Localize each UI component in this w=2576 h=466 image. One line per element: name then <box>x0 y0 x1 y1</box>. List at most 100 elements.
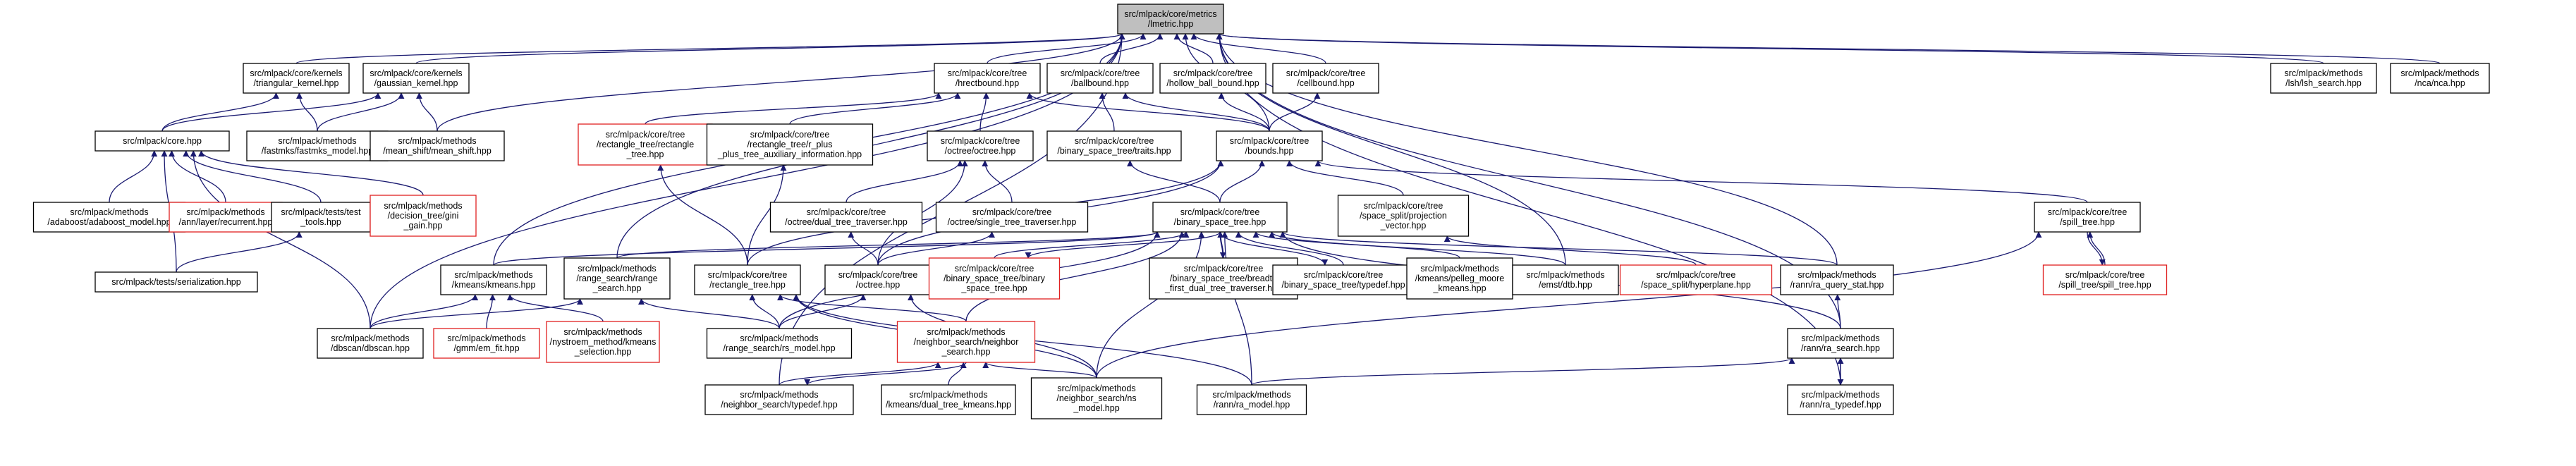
node-label-line: src/mlpack/methods <box>398 136 476 146</box>
node-octdual[interactable]: src/mlpack/core/tree/octree/dual_tree_tr… <box>769 202 923 233</box>
node-hollowball[interactable]: src/mlpack/core/tree/hollow_ball_bound.h… <box>1159 63 1266 94</box>
node-adaboost[interactable]: src/mlpack/methods/adaboost/adaboost_mod… <box>32 202 186 233</box>
node-emfit[interactable]: src/mlpack/methods/gmm/em_fit.hpp <box>433 328 540 359</box>
node-label: src/mlpack/core/tree/binary_space_tree/t… <box>1281 270 1405 290</box>
edge-bstraits-to-bst <box>1126 160 1221 203</box>
node-ratypedef[interactable]: src/mlpack/methods/rann/ra_typedef.hpp <box>1787 384 1894 415</box>
node-gaussian[interactable]: src/mlpack/core/kernels/gaussian_kernel.… <box>362 63 470 94</box>
node-label: src/mlpack/core/tree/space_split/project… <box>1360 201 1447 231</box>
edge-bounds-to-spilltree <box>1314 160 2088 203</box>
node-kmeans[interactable]: src/mlpack/methods/kmeans/kmeans.hpp <box>440 264 547 295</box>
edge-bst-to-kmeans <box>493 231 1161 266</box>
node-bst[interactable]: src/mlpack/core/tree/binary_space_tree.h… <box>1152 202 1288 233</box>
node-spilltree[interactable]: src/mlpack/core/tree/spill_tree.hpp <box>2034 202 2141 233</box>
edge-testtools-to-serialization <box>176 231 303 273</box>
node-rasearch[interactable]: src/mlpack/methods/rann/ra_search.hpp <box>1787 328 1894 359</box>
node-label-line: /nca/nca.hpp <box>2415 78 2465 88</box>
node-rsmodel[interactable]: src/mlpack/methods/range_search/rs_model… <box>706 328 853 359</box>
node-label: src/mlpack/methods/kmeans/dual_tree_kmea… <box>886 390 1011 410</box>
node-lshsearch[interactable]: src/mlpack/methods/lsh/lsh_search.hpp <box>2270 63 2377 94</box>
node-projvec[interactable]: src/mlpack/core/tree/space_split/project… <box>1337 195 1470 237</box>
node-emst[interactable]: src/mlpack/methods/emst/dtb.hpp <box>1512 264 1619 295</box>
node-octreeh[interactable]: src/mlpack/core/tree/octree.hpp <box>824 264 932 295</box>
edge-triangular-to-fastmks <box>295 92 318 132</box>
node-metric[interactable]: src/mlpack/core/metrics/lmetric.hpp <box>1117 4 1224 35</box>
node-bounds[interactable]: src/mlpack/core/tree/bounds.hpp <box>1216 130 1323 161</box>
node-nsearch[interactable]: src/mlpack/methods/neighbor_search/neigh… <box>896 321 1036 363</box>
edge-hrectbound-to-octree <box>979 92 990 132</box>
edge-metric-to-triangular <box>295 33 1125 64</box>
node-rplusplus[interactable]: src/mlpack/core/tree/rectangle_tree/r_pl… <box>706 123 874 166</box>
node-box <box>317 328 424 359</box>
node-hrectbound[interactable]: src/mlpack/core/tree/hrectbound.hpp <box>934 63 1041 94</box>
node-box <box>32 202 186 233</box>
node-label: src/mlpack/core/tree/hollow_ball_bound.h… <box>1166 68 1259 88</box>
edge-hrectbound-to-rplusplus <box>789 92 961 125</box>
node-label-line: src/mlpack/methods <box>70 207 148 217</box>
node-label-line: /triangular_kernel.hpp <box>254 78 339 88</box>
edge-projvec-to-hyperplane <box>1443 235 1697 266</box>
node-label-line: /ballbound.hpp <box>1071 78 1129 88</box>
node-label: src/mlpack/methods/rann/ra_typedef.hpp <box>1800 390 1881 410</box>
node-pelleg[interactable]: src/mlpack/methods/kmeans/pelleg_moore_k… <box>1406 257 1513 300</box>
node-label: src/mlpack/core/tree/rectangle_tree/rect… <box>597 130 694 159</box>
node-label-line: /lmetric.hpp <box>1148 19 1194 29</box>
node-label-line: src/mlpack/core/tree <box>948 68 1027 78</box>
node-label-line: /space_split/projection <box>1360 211 1447 221</box>
node-spilltreehpp[interactable]: src/mlpack/core/tree/spill_tree/spill_tr… <box>2042 264 2168 295</box>
node-label: src/mlpack/methods/range_search/range_se… <box>576 264 657 293</box>
node-label-line: /binary_space_tree.hpp <box>1174 217 1266 227</box>
node-box <box>362 63 470 94</box>
edge-rangesearch-to-dbscan <box>370 298 583 329</box>
node-label-line: /spill_tree/spill_tree.hpp <box>2058 280 2151 290</box>
node-label-line: src/mlpack/methods <box>1420 264 1498 274</box>
node-recttree[interactable]: src/mlpack/core/tree/rectangle_tree.hpp <box>694 264 801 295</box>
node-nystroem[interactable]: src/mlpack/methods/nystroem_method/kmean… <box>546 321 660 363</box>
node-label-line: /gmm/em_fit.hpp <box>453 343 519 353</box>
node-box <box>433 328 540 359</box>
node-ramodel[interactable]: src/mlpack/methods/rann/ra_model.hpp <box>1196 384 1307 415</box>
node-label: src/mlpack/core.hpp <box>123 136 202 146</box>
node-fastmks[interactable]: src/mlpack/methods/fastmks/fastmks_model… <box>246 130 389 161</box>
node-serialization[interactable]: src/mlpack/tests/serialization.hpp <box>94 271 258 293</box>
node-triangular[interactable]: src/mlpack/core/kernels/triangular_kerne… <box>243 63 350 94</box>
node-label: src/mlpack/tests/test_tools.hpp <box>281 207 361 227</box>
node-bsthpp[interactable]: src/mlpack/core/tree/binary_space_tree/b… <box>928 257 1061 300</box>
node-cellbound[interactable]: src/mlpack/core/tree/cellbound.hpp <box>1272 63 1379 94</box>
node-gini[interactable]: src/mlpack/methods/decision_tree/gini_ga… <box>370 195 477 237</box>
node-hyperplane[interactable]: src/mlpack/core/tree/space_split/hyperpl… <box>1619 264 1773 295</box>
node-octsingle[interactable]: src/mlpack/core/tree/octree/single_tree_… <box>935 202 1089 233</box>
node-box <box>243 63 350 94</box>
node-dualkmeans[interactable]: src/mlpack/methods/kmeans/dual_tree_kmea… <box>881 384 1016 415</box>
node-nca[interactable]: src/mlpack/methods/nca/nca.hpp <box>2390 63 2490 94</box>
node-label-line: /space_split/hyperplane.hpp <box>1641 280 1751 290</box>
node-testtools[interactable]: src/mlpack/tests/test_tools.hpp <box>271 202 371 233</box>
node-box <box>1030 377 1163 419</box>
node-nstypedef[interactable]: src/mlpack/methods/neighbor_search/typed… <box>704 384 854 415</box>
node-rectangle[interactable]: src/mlpack/core/tree/rectangle_tree/rect… <box>578 123 713 166</box>
node-nsmodel[interactable]: src/mlpack/methods/neighbor_search/ns_mo… <box>1030 377 1163 419</box>
node-label-line: /adaboost/adaboost_model.hpp <box>47 217 171 227</box>
node-ballbound[interactable]: src/mlpack/core/tree/ballbound.hpp <box>1046 63 1154 94</box>
node-rangesearch[interactable]: src/mlpack/methods/range_search/range_se… <box>563 257 671 300</box>
node-rastat[interactable]: src/mlpack/methods/rann/ra_query_stat.hp… <box>1780 264 1894 295</box>
node-meanshift[interactable]: src/mlpack/methods/mean_shift/mean_shift… <box>370 130 505 161</box>
edge-recttree-to-rsmodel <box>749 294 780 329</box>
node-core[interactable]: src/mlpack/core.hpp <box>94 130 230 152</box>
node-box <box>1046 63 1154 94</box>
node-label-line: /range_search/rs_model.hpp <box>723 343 835 353</box>
node-label: src/mlpack/core/kernels/gaussian_kernel.… <box>370 68 462 88</box>
node-typedef[interactable]: src/mlpack/core/tree/binary_space_tree/t… <box>1272 264 1415 295</box>
node-recurrent[interactable]: src/mlpack/methods/ann/layer/recurrent.h… <box>169 202 283 233</box>
node-dbscan[interactable]: src/mlpack/methods/dbscan/dbscan.hpp <box>317 328 424 359</box>
node-octree[interactable]: src/mlpack/core/tree/octree/octree.hpp <box>927 130 1034 161</box>
node-label-line: src/mlpack/methods <box>2400 68 2479 78</box>
node-label: src/mlpack/methods/kmeans/pelleg_moore_k… <box>1415 264 1505 293</box>
node-label-line: /gaussian_kernel.hpp <box>374 78 458 88</box>
node-box <box>769 202 923 233</box>
node-bstraits[interactable]: src/mlpack/core/tree/binary_space_tree/t… <box>1046 130 1182 161</box>
node-label-line: src/mlpack/methods <box>1212 390 1290 400</box>
edge-bst-to-ramodel <box>1221 231 1252 386</box>
node-label-line: src/mlpack/methods <box>186 207 264 217</box>
node-box <box>1787 384 1894 415</box>
